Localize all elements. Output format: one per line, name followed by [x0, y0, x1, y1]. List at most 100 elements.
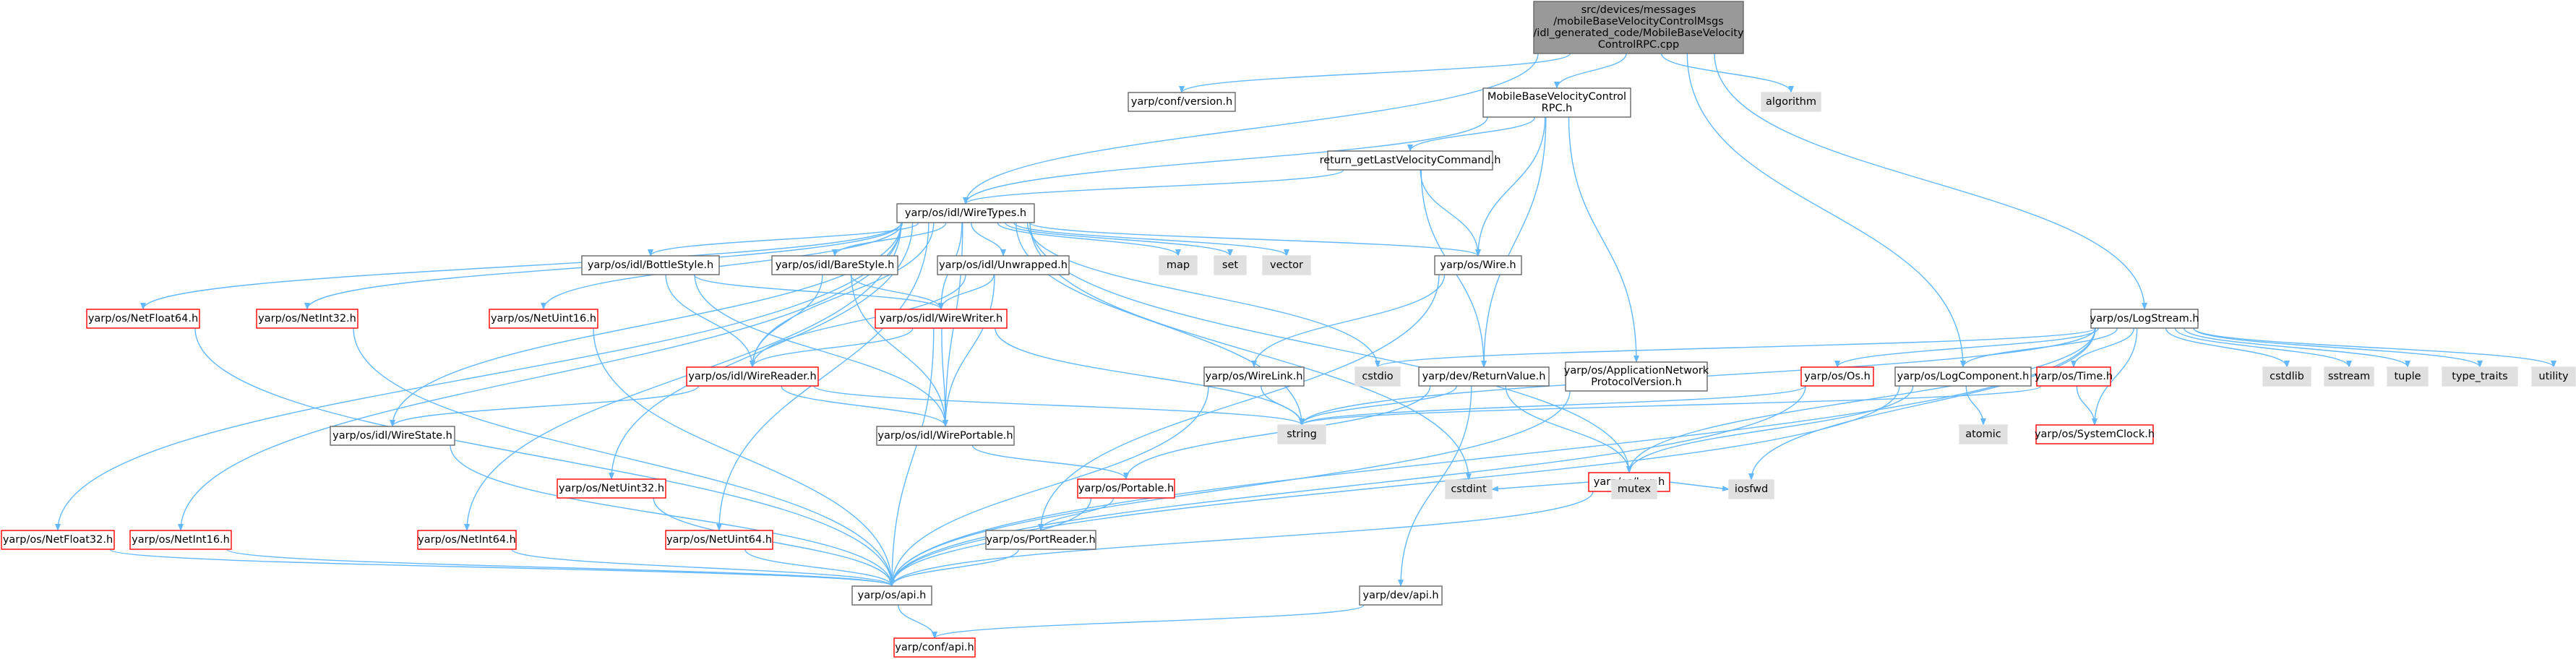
node-box	[557, 478, 666, 499]
edge-wiretypes-to-cstdint	[1029, 222, 1472, 481]
node-dev-api[interactable]: yarp/dev/api.h	[1359, 585, 1443, 606]
edge-dev-api-to-conf-api	[932, 604, 1365, 639]
node-box	[1354, 366, 1401, 387]
node-label: utility	[2538, 371, 2569, 382]
node-box	[1800, 366, 1874, 387]
edge-wirewriter-to-wirereader	[750, 327, 914, 368]
node-box	[665, 530, 773, 550]
node-wirelink[interactable]: yarp/os/WireLink.h	[1203, 366, 1305, 387]
node-label: yarp/os/PortReader.h	[986, 534, 1095, 546]
node-netint32[interactable]: yarp/os/NetInt32.h	[256, 309, 359, 329]
node-box	[876, 426, 1015, 446]
edge-netfloat64-to-os-api	[194, 327, 895, 587]
node-portable[interactable]: yarp/os/Portable.h	[1077, 478, 1175, 499]
node-netuint16[interactable]: yarp/os/NetUint16.h	[489, 309, 598, 329]
node-label: yarp/os/ApplicationNetwork	[1564, 365, 1709, 377]
node-label: yarp/os/NetFloat32.h	[3, 534, 113, 546]
node-bottlestyle[interactable]: yarp/os/idl/BottleStyle.h	[581, 255, 720, 275]
node-box	[1077, 478, 1175, 499]
node-conf-version[interactable]: yarp/conf/version.h	[1128, 92, 1236, 112]
node-netuint64[interactable]: yarp/os/NetUint64.h	[665, 530, 773, 550]
edge-wiretypes-to-set	[1005, 222, 1233, 257]
edge-wiretypes-to-cstdio	[1026, 222, 1381, 368]
edge-mbvc-rpc-h-to-appnetproto	[1568, 116, 1639, 363]
node-netfloat64[interactable]: yarp/os/NetFloat64.h	[86, 309, 200, 329]
node-label: string	[1287, 429, 1317, 440]
node-label: iosfwd	[1735, 483, 1768, 495]
node-box	[2324, 366, 2374, 387]
edge-mbvc-rpc-h-to-returnvalue	[1481, 116, 1547, 368]
node-box	[129, 530, 232, 550]
node-netint64[interactable]: yarp/os/NetInt64.h	[417, 530, 517, 550]
node-label: ProtocolVersion.h	[1591, 377, 1682, 388]
node-label: type_traits	[2452, 371, 2507, 382]
node-label: yarp/os/idl/BareStyle.h	[776, 259, 895, 271]
node-tuple: tuple	[2387, 366, 2429, 387]
node-box	[86, 309, 200, 329]
node-os-api[interactable]: yarp/os/api.h	[851, 585, 932, 606]
edge-wiretypes-to-vector	[1013, 222, 1289, 257]
node-wire[interactable]: yarp/os/Wire.h	[1434, 255, 1522, 275]
node-appnetproto[interactable]: yarp/os/ApplicationNetworkProtocolVersio…	[1564, 361, 1709, 392]
edge-wiretypes-to-map	[997, 222, 1181, 257]
node-label: map	[1167, 259, 1190, 271]
node-conf-api[interactable]: yarp/conf/api.h	[893, 637, 976, 658]
edge-root-to-mbvc-rpc-h	[1554, 53, 1627, 89]
node-box	[330, 426, 455, 446]
node-box	[1128, 92, 1236, 112]
node-portreader[interactable]: yarp/os/PortReader.h	[985, 530, 1096, 550]
node-root[interactable]: src/devices/messages/mobileBaseVelocityC…	[1533, 1, 1744, 54]
node-systemclock[interactable]: yarp/os/SystemClock.h	[2035, 424, 2155, 444]
node-label: algorithm	[1766, 96, 1816, 108]
node-return-glvc[interactable]: return_getLastVelocityCommand.h	[1320, 150, 1501, 171]
node-logcomponent[interactable]: yarp/os/LogComponent.h	[1894, 366, 2032, 387]
node-os-h[interactable]: yarp/os/Os.h	[1800, 366, 1874, 387]
edge-netint64-to-os-api	[511, 549, 895, 587]
node-netfloat32[interactable]: yarp/os/NetFloat32.h	[1, 530, 115, 550]
edge-barestyle-to-wirewriter	[850, 274, 944, 310]
node-netuint32[interactable]: yarp/os/NetUint32.h	[557, 478, 666, 499]
edge-wirelink-to-os-api	[889, 385, 1209, 587]
edge-netint16-to-os-api	[226, 549, 895, 587]
node-barestyle[interactable]: yarp/os/idl/BareStyle.h	[771, 255, 898, 275]
edge-logstream-to-utility	[2193, 327, 2556, 368]
node-box	[1277, 424, 1326, 444]
node-label: vector	[1270, 259, 1303, 271]
node-label: yarp/os/NetInt64.h	[418, 534, 516, 546]
node-set: set	[1214, 255, 1247, 275]
node-time-h[interactable]: yarp/os/Time.h	[2035, 366, 2113, 387]
node-unwrapped[interactable]: yarp/os/idl/Unwrapped.h	[937, 255, 1070, 275]
edge-netuint16-to-os-api	[593, 327, 895, 587]
node-label: mutex	[1618, 483, 1652, 495]
node-wireportable[interactable]: yarp/os/idl/WirePortable.h	[876, 426, 1015, 446]
node-box	[1565, 361, 1708, 392]
node-box	[1533, 1, 1744, 54]
edge-root-to-algorithm	[1660, 53, 1794, 93]
node-label: yarp/os/idl/WireTypes.h	[905, 207, 1026, 219]
node-cstdint: cstdint	[1445, 479, 1493, 499]
node-returnvalue[interactable]: yarp/dev/ReturnValue.h	[1418, 366, 1550, 387]
edge-wiretypes-to-bottlestyle	[648, 222, 919, 257]
node-netint16[interactable]: yarp/os/NetInt16.h	[129, 530, 232, 550]
edge-os-api-to-conf-api	[898, 604, 937, 639]
node-box	[771, 255, 898, 275]
node-wirewriter[interactable]: yarp/os/idl/WireWriter.h	[875, 309, 1008, 329]
edge-wirestate-to-os-api	[450, 444, 895, 587]
edge-barestyle-to-wirereader	[750, 274, 823, 368]
node-wiretypes[interactable]: yarp/os/idl/WireTypes.h	[896, 203, 1035, 223]
edge-wiretypes-to-wirereader	[750, 222, 935, 368]
edge-logstream-to-time-h	[2071, 327, 2134, 368]
node-box	[2442, 366, 2518, 387]
edge-bottlestyle-to-wirereader	[665, 274, 755, 368]
edge-wirereader-to-wireportable	[781, 385, 948, 427]
node-wirestate[interactable]: yarp/os/idl/WireState.h	[330, 426, 455, 446]
edge-wiretypes-to-log-h	[1029, 222, 1632, 473]
edge-netuint64-to-os-api	[744, 549, 895, 587]
node-label: yarp/os/SystemClock.h	[2035, 429, 2155, 440]
node-wirereader[interactable]: yarp/os/idl/WireReader.h	[686, 366, 819, 387]
edge-netint32-to-os-api	[353, 327, 895, 587]
node-label: yarp/os/Time.h	[2035, 371, 2113, 382]
node-logstream[interactable]: yarp/os/LogStream.h	[2090, 309, 2199, 329]
